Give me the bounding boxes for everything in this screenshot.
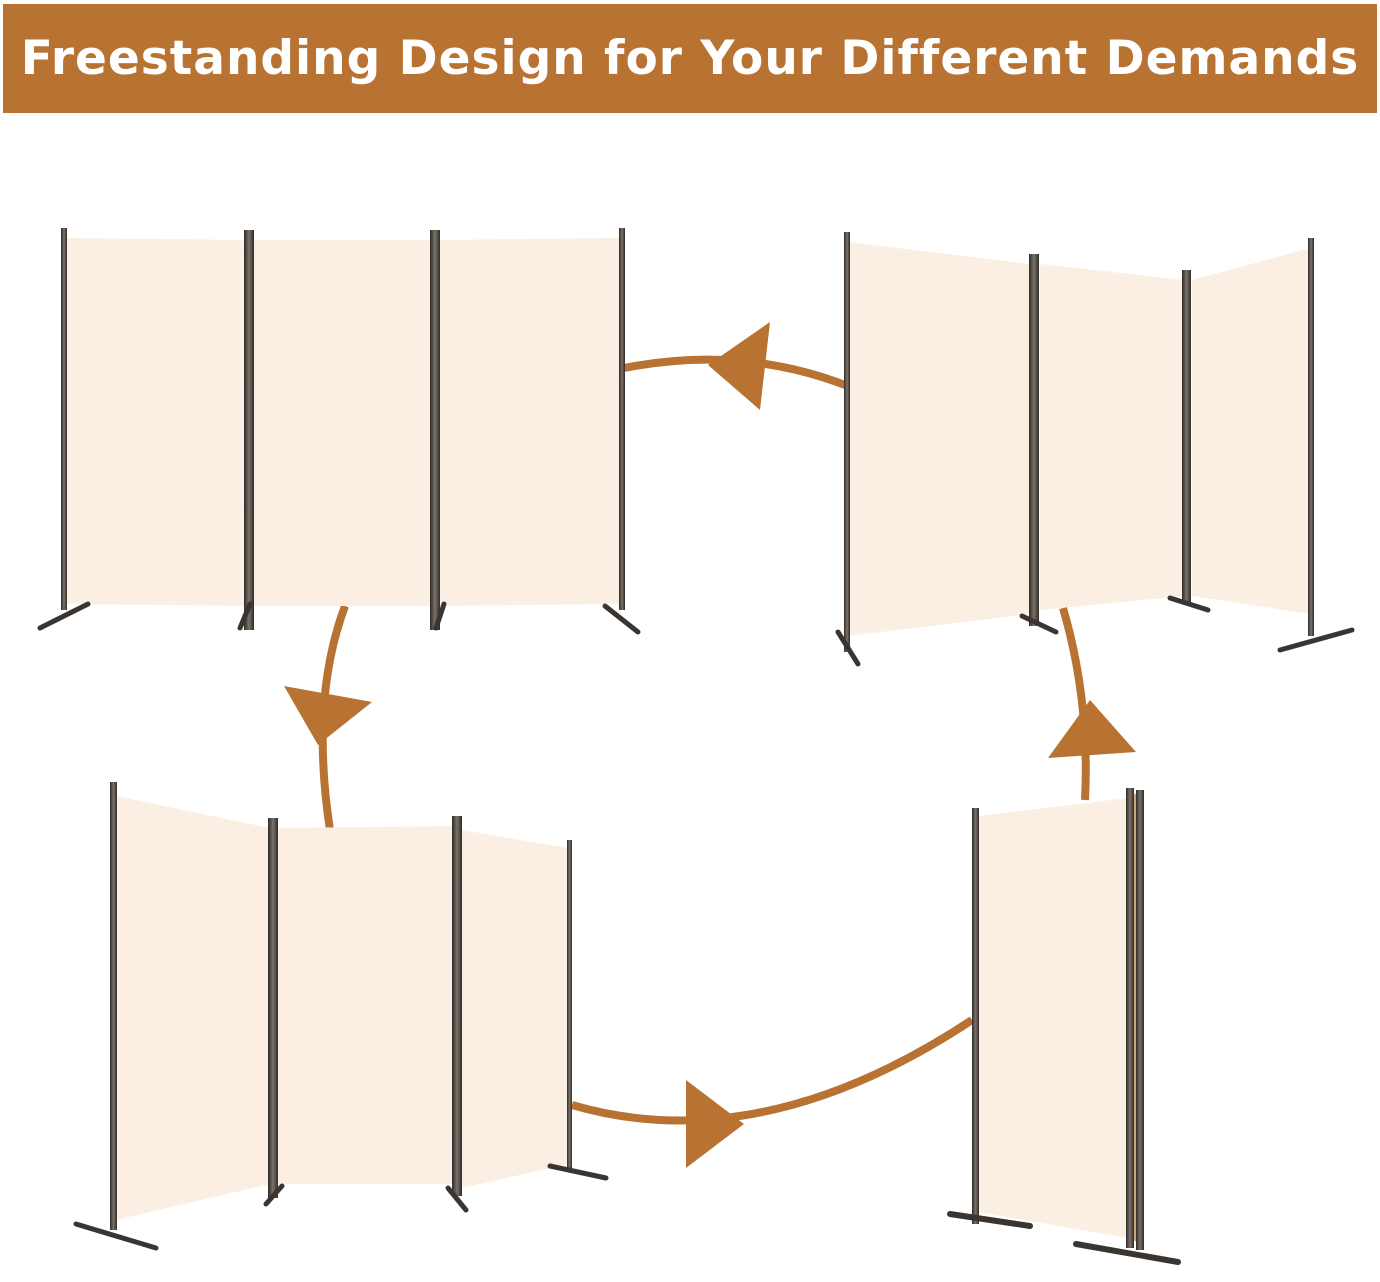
config-straight [37, 228, 641, 635]
pole [1136, 790, 1144, 1250]
pole [972, 808, 979, 1224]
pole [1182, 270, 1191, 604]
config-angled [835, 232, 1355, 667]
panel [116, 796, 270, 1220]
pole [110, 782, 117, 1230]
pole [430, 230, 440, 630]
panel [462, 830, 568, 1188]
panel [438, 238, 620, 606]
feet [37, 601, 641, 635]
pole [1029, 254, 1039, 626]
config-zigzag [73, 782, 609, 1251]
title-banner: Freestanding Design for Your Different D… [3, 4, 1377, 113]
panel [252, 240, 432, 606]
pole [619, 228, 625, 610]
pole [567, 840, 572, 1170]
arrowhead-right [1048, 700, 1136, 758]
arc-right [1059, 606, 1090, 801]
pole [452, 816, 462, 1196]
panel [978, 798, 1128, 1238]
pole [1308, 238, 1314, 636]
arrowheads [284, 322, 1136, 1168]
pole [844, 232, 850, 652]
pole [268, 818, 278, 1198]
feet [947, 1211, 1181, 1265]
pole [244, 230, 254, 630]
panel [1192, 248, 1310, 614]
arc-bottom [570, 1016, 975, 1125]
config-folded [947, 788, 1181, 1265]
feet [73, 1163, 609, 1251]
panel [278, 826, 454, 1184]
panel [848, 242, 1030, 636]
pole [61, 228, 67, 610]
panel [1040, 264, 1184, 610]
banner-title: Freestanding Design for Your Different D… [20, 31, 1360, 86]
pole [1126, 788, 1134, 1248]
arrowhead-top [708, 322, 770, 410]
feet [835, 595, 1355, 667]
arrowhead-left [284, 686, 372, 745]
arrowhead-bottom [686, 1080, 744, 1168]
panel [66, 238, 246, 606]
